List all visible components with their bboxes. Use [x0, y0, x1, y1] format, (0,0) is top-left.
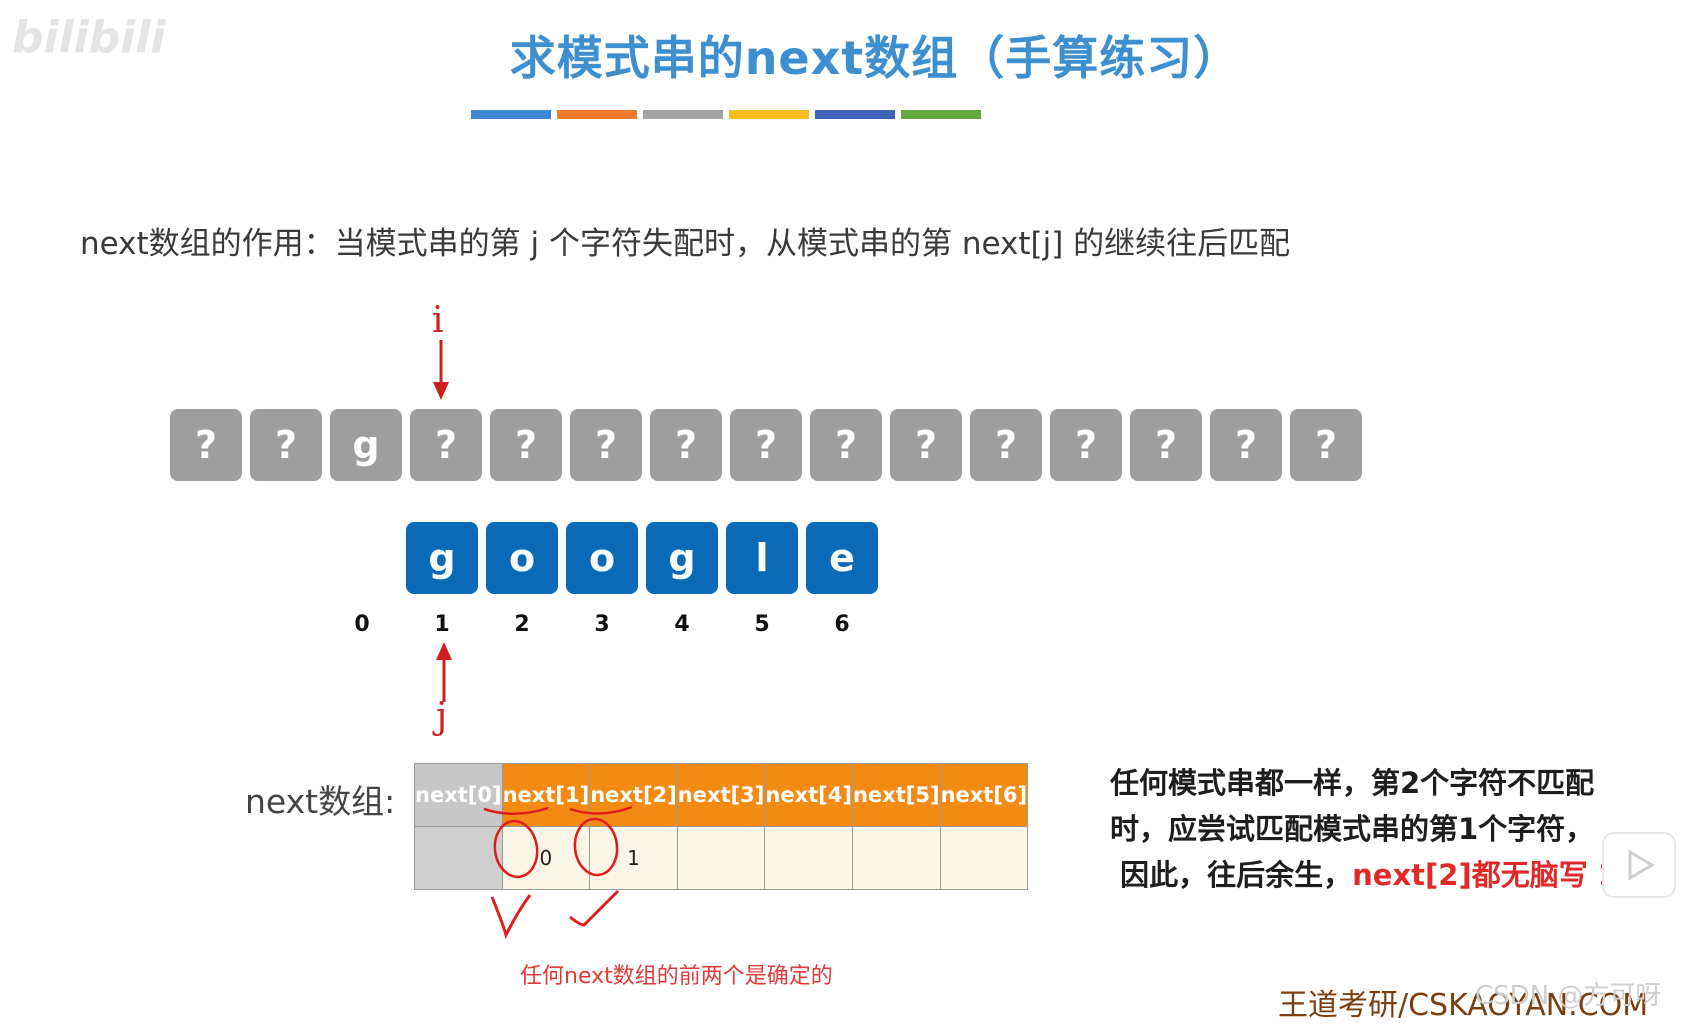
- main-string-char-box: ?: [170, 409, 242, 481]
- explanation-highlight: next[2]都无脑写 1: [1352, 858, 1618, 892]
- next-header-cell-5: next[5]: [851, 763, 941, 827]
- handwritten-annotations: [483, 805, 633, 940]
- main-string-char-box: ?: [250, 409, 322, 481]
- note-text: 任何next数组的前两个是确定的: [520, 964, 833, 989]
- explanation-line-3-prefix: 因此，往后余生，: [1120, 858, 1353, 892]
- main-string-char-box: ?: [490, 409, 562, 481]
- next-array-table: next[0] next[1] next[2] next[3] next[4] …: [414, 763, 1029, 890]
- page-title: 求模式串的next数组（手算练习）: [509, 31, 1241, 85]
- title-color-bar: [901, 110, 981, 119]
- explanation-line-1: 任何模式串都一样，第2个字符不匹配: [1110, 766, 1595, 800]
- next-table-header-row: next[0] next[1] next[2] next[3] next[4] …: [414, 763, 1029, 827]
- main-string-char-box: ?: [570, 409, 642, 481]
- next-header-cell-4: next[4]: [764, 763, 853, 827]
- next-value-cell-4: [764, 826, 853, 890]
- csdn-watermark: CSDN @方可呀: [1475, 981, 1662, 1011]
- explanation-line-3: 因此，往后余生，next[2]都无脑写 1: [1110, 852, 1670, 898]
- index-label: 4: [674, 612, 690, 637]
- explanation-text: 任何模式串都一样，第2个字符不匹配 时，应尝试匹配模式串的第1个字符， 因此，往…: [1110, 760, 1670, 898]
- pattern-char-box: g: [646, 522, 718, 594]
- index-label: 2: [514, 612, 530, 637]
- index-label: 5: [754, 612, 770, 637]
- next-header-cell-6: next[6]: [939, 763, 1029, 827]
- bilibili-logo: bilibili: [12, 12, 166, 63]
- next-value-cell-2: 1: [589, 826, 678, 890]
- pattern-char-box: e: [806, 522, 878, 594]
- explanation-line-2: 时，应尝试匹配模式串的第1个字符，: [1110, 812, 1595, 846]
- main-string-char-box: g: [330, 409, 402, 481]
- next-header-cell-3: next[3]: [676, 763, 766, 827]
- title-color-bar: [471, 110, 551, 119]
- pattern-char-box: o: [566, 522, 638, 594]
- next-header-cell-0: next[0]: [414, 763, 503, 827]
- pattern-char-box: g: [406, 522, 478, 594]
- title-color-bar: [643, 110, 723, 119]
- pointer-i-label: i: [432, 300, 444, 341]
- title-color-bar: [729, 110, 809, 119]
- next-value-cell-5: [851, 826, 941, 890]
- next-value-cell-0: [414, 826, 503, 890]
- index-label: 6: [834, 612, 850, 637]
- next-value-cell-1: 0: [501, 826, 591, 890]
- next-value-cell-3: [676, 826, 766, 890]
- next-array-description: next数组的作用：当模式串的第 j 个字符失配时，从模式串的第 next[j]…: [80, 226, 1291, 262]
- main-string-char-box: ?: [1130, 409, 1202, 481]
- main-string-char-box: ?: [1050, 409, 1122, 481]
- main-string-char-box: ?: [970, 409, 1042, 481]
- index-label: 3: [594, 612, 610, 637]
- brand-text: 王道考研/CSKAOYAN.COM: [1278, 988, 1649, 1023]
- main-string-char-box: ?: [1210, 409, 1282, 481]
- next-array-label: next数组:: [245, 782, 396, 821]
- next-header-cell-1: next[1]: [501, 763, 591, 827]
- next-header-cell-2: next[2]: [589, 763, 678, 827]
- pattern-char-box: l: [726, 522, 798, 594]
- pointer-j-arrow: [436, 642, 452, 702]
- pointer-i-arrow: [433, 340, 449, 400]
- pattern-char-box: o: [486, 522, 558, 594]
- main-string-char-box: ?: [810, 409, 882, 481]
- main-string-char-box: ?: [730, 409, 802, 481]
- index-label: 0: [354, 612, 370, 637]
- main-string-char-box: ?: [650, 409, 722, 481]
- main-string-char-box: ?: [890, 409, 962, 481]
- next-table-value-row: 0 1: [414, 826, 1029, 890]
- pointer-j-label: j: [436, 696, 448, 737]
- play-icon: [1628, 849, 1655, 881]
- title-color-bar: [815, 110, 895, 119]
- index-label: 1: [434, 612, 450, 637]
- title-color-bar: [557, 110, 637, 119]
- next-value-cell-6: [939, 826, 1029, 890]
- main-string-char-box: ?: [1290, 409, 1362, 481]
- main-string-char-box: ?: [410, 409, 482, 481]
- play-button[interactable]: [1602, 832, 1676, 898]
